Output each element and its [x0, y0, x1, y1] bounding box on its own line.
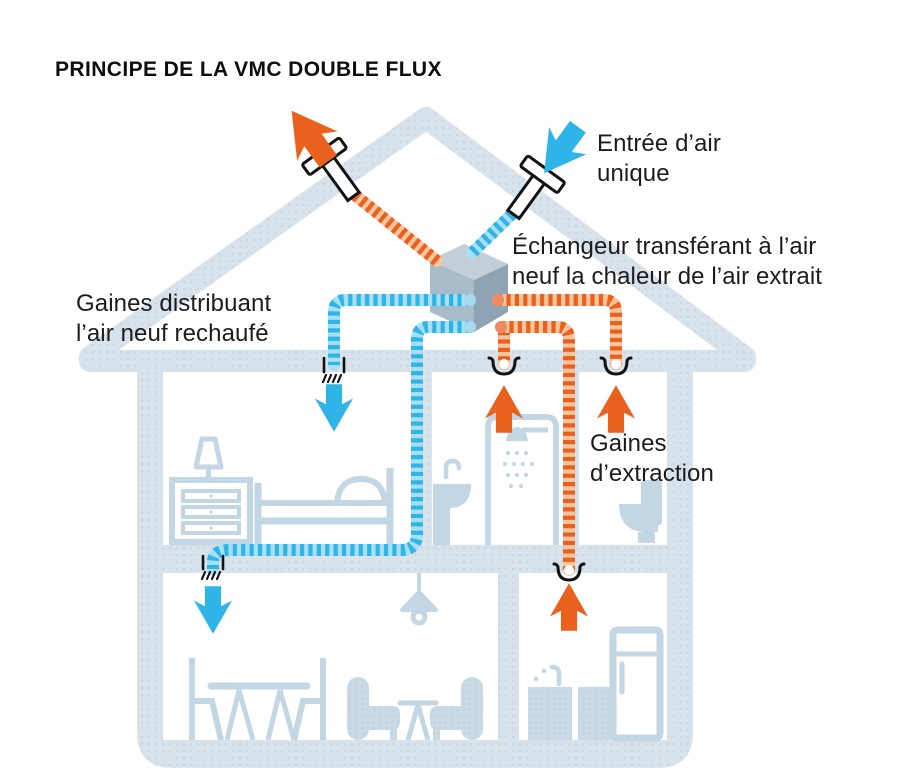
extract-vent-kitchen-icon [552, 562, 586, 582]
dining-chair-right-icon [291, 658, 326, 741]
furniture [169, 414, 664, 742]
extract-vent-bathroom-icon [487, 356, 521, 376]
fridge-icon [609, 626, 664, 742]
pendant-lamp-icon [400, 573, 438, 626]
supply-vent-bedroom-icon [321, 356, 346, 384]
armchair-left-icon [347, 677, 400, 740]
duct-connector [464, 321, 476, 333]
label-exchanger: Échangeur transférant à l’air neuf la ch… [512, 233, 823, 290]
extract-duct-kitchen [495, 321, 575, 576]
supply-vent-living-icon [200, 554, 225, 581]
page-title: PRINCIPE DE LA VMC DOUBLE FLUX [55, 58, 442, 81]
extract-vent-wc-icon [599, 356, 633, 376]
supply-duct-living [207, 321, 476, 575]
label-air-inlet: Entrée d’air unique [597, 130, 721, 187]
duct-connector [464, 294, 476, 306]
duct-connector [495, 321, 507, 333]
label-supply-ducts: Gaines distribuant l’air neuf rechaufé [76, 290, 272, 347]
dining-chair-left-icon [189, 658, 224, 741]
toilet-icon [619, 480, 662, 543]
dresser-icon [169, 477, 253, 545]
kitchen-sink-icon [528, 664, 572, 740]
supply-duct-roof-intake [466, 208, 518, 259]
kitchen-cabinet-icon [578, 687, 613, 740]
side-table-icon [397, 700, 439, 741]
ducts [207, 189, 622, 576]
washbasin-icon [433, 458, 471, 545]
duct-connector [492, 294, 504, 306]
extract-duct-wc [492, 294, 622, 370]
dining-table-icon [207, 682, 311, 741]
label-extract-ducts: Gaines d’extraction [590, 430, 714, 487]
roof-slopes [79, 107, 756, 368]
bed-icon [254, 468, 394, 545]
supply-duct-bedroom [328, 294, 476, 371]
bedside-lamp-icon [193, 436, 224, 480]
extract-duct-roof-exhaust [349, 189, 443, 267]
armchair-right-icon [430, 677, 483, 740]
